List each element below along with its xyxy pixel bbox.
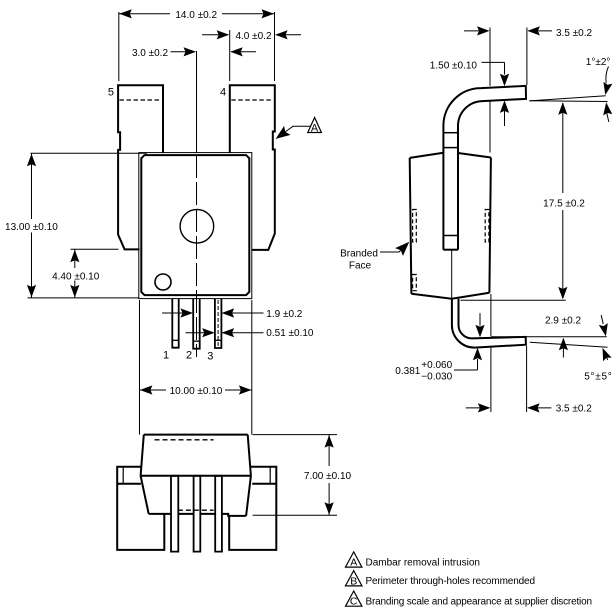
svg-text:+0.060: +0.060	[421, 360, 452, 371]
svg-text:Branding scale and appearance: Branding scale and appearance at supplie…	[366, 596, 592, 607]
svg-text:C: C	[350, 596, 358, 608]
svg-text:10.00 ±0.10: 10.00 ±0.10	[170, 386, 223, 397]
svg-text:Dambar removal intrusion: Dambar removal intrusion	[366, 557, 481, 568]
svg-text:2: 2	[186, 350, 192, 362]
svg-text:0.51 ±0.10: 0.51 ±0.10	[266, 328, 314, 339]
svg-text:4: 4	[220, 87, 226, 99]
svg-text:7.00 ±0.10: 7.00 ±0.10	[304, 471, 352, 482]
svg-text:3.5 ±0.2: 3.5 ±0.2	[556, 28, 593, 39]
svg-text:Perimeter through-holes recomm: Perimeter through-holes recommended	[366, 576, 535, 587]
svg-text:2.9 ±0.2: 2.9 ±0.2	[545, 316, 582, 327]
svg-text:3.0 ±0.2: 3.0 ±0.2	[132, 48, 169, 59]
svg-text:1°±2°: 1°±2°	[586, 57, 611, 68]
svg-text:−0.030: −0.030	[421, 371, 452, 382]
svg-text:3: 3	[207, 351, 213, 363]
svg-text:A: A	[350, 557, 357, 569]
svg-text:4.40 ±0.10: 4.40 ±0.10	[52, 271, 100, 282]
svg-text:4.0 ±0.2: 4.0 ±0.2	[235, 31, 272, 42]
svg-text:5: 5	[108, 87, 114, 99]
svg-text:Branded: Branded	[340, 248, 378, 259]
svg-text:5°±5°: 5°±5°	[584, 371, 612, 382]
svg-text:1.50 ±0.10: 1.50 ±0.10	[430, 60, 478, 71]
svg-text:3.5 ±0.2: 3.5 ±0.2	[556, 404, 593, 415]
svg-text:B: B	[350, 575, 357, 587]
svg-text:1: 1	[163, 350, 169, 362]
svg-text:Face: Face	[349, 260, 372, 271]
svg-text:1.9 ±0.2: 1.9 ±0.2	[266, 309, 303, 320]
svg-text:14.0 ±0.2: 14.0 ±0.2	[175, 10, 217, 21]
svg-text:17.5 ±0.2: 17.5 ±0.2	[543, 198, 585, 209]
svg-text:0.381: 0.381	[395, 366, 420, 377]
svg-text:A: A	[311, 122, 319, 134]
svg-text:13.00 ±0.10: 13.00 ±0.10	[5, 222, 58, 233]
